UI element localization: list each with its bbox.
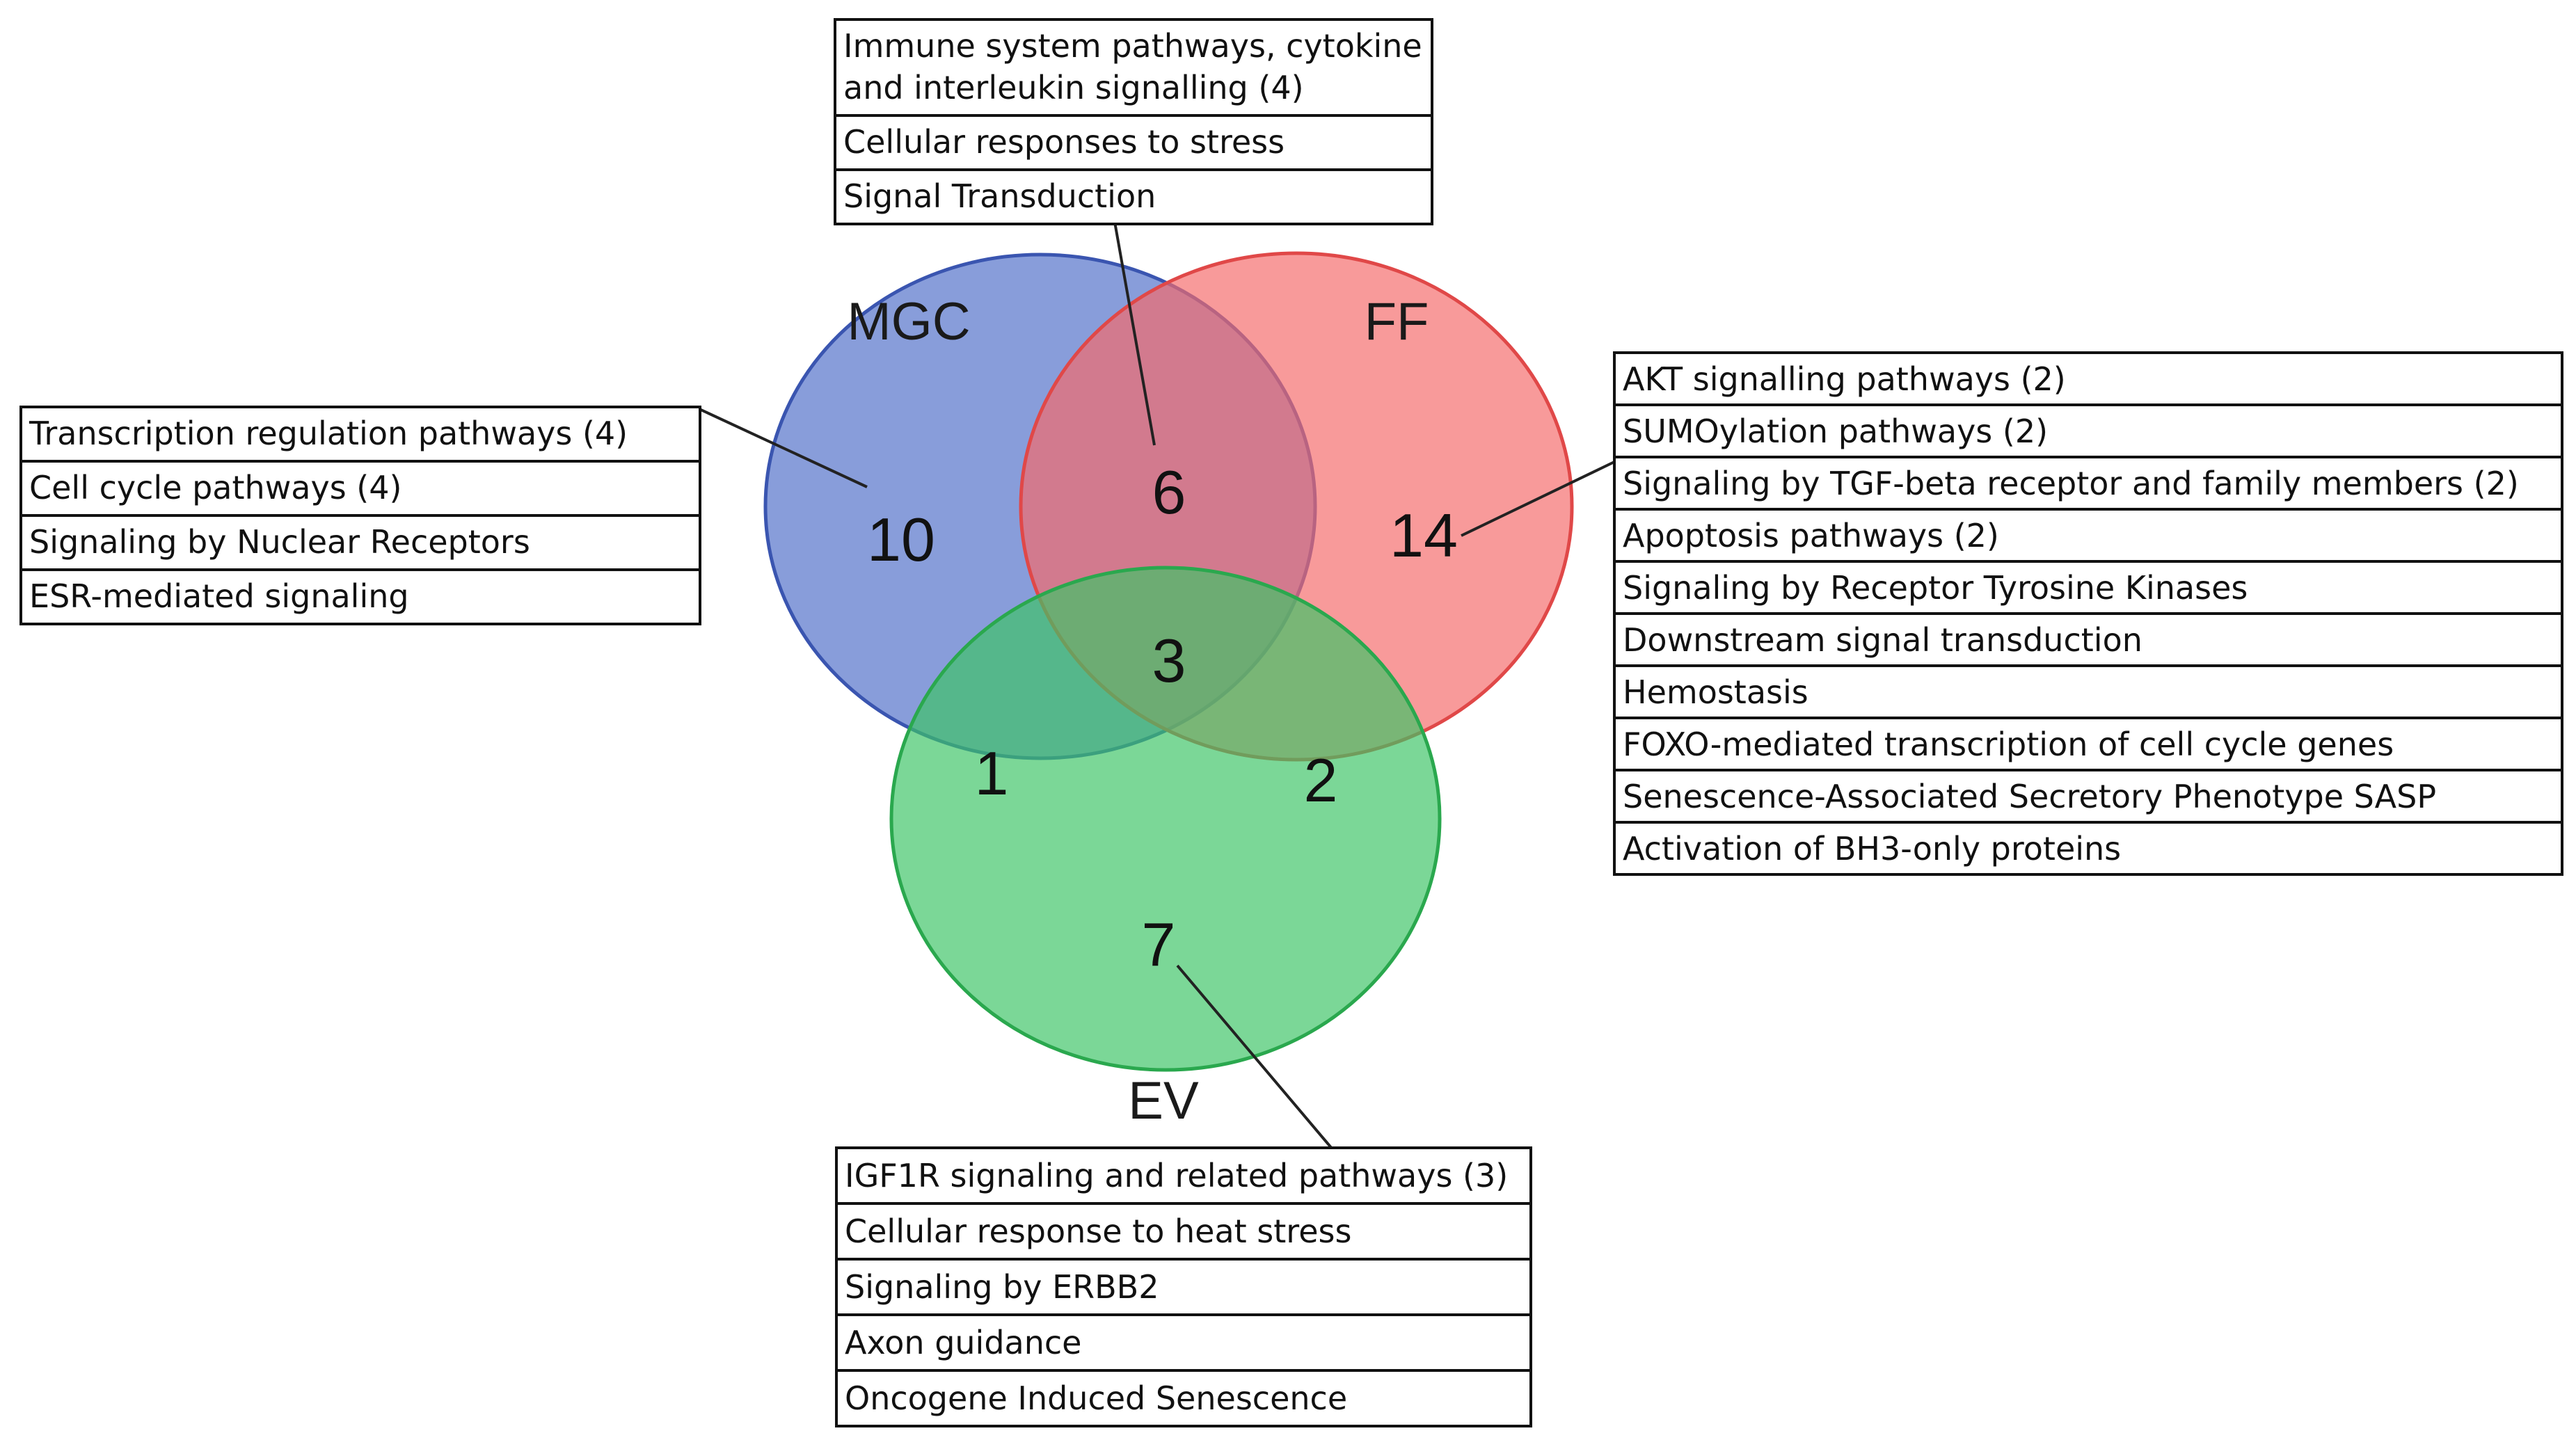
list-item: AKT signalling pathways (2) [1616, 354, 2561, 406]
annotation-box-mgc-only: Transcription regulation pathways (4) Ce… [19, 406, 701, 625]
list-item: Oncogene Induced Senescence [845, 1379, 1348, 1417]
list-item: Cell cycle pathways (4) [22, 463, 699, 517]
list-item: Transcription regulation pathways (4) [22, 408, 699, 463]
count-ff-ev: 2 [1304, 746, 1338, 815]
list-item: Signaling by Nuclear Receptors [22, 517, 699, 571]
list-item: IGF1R signaling and related pathways (3) [838, 1149, 1529, 1205]
list-item: SUMOylation pathways (2) [1616, 406, 2561, 458]
list-item: Signal Transduction [843, 177, 1156, 215]
count-mgc-only: 10 [867, 505, 935, 574]
list-item: Cellular responses to stress [836, 117, 1431, 171]
count-mgc-ff: 6 [1152, 458, 1186, 527]
list-item: FOXO-mediated transcription of cell cycl… [1616, 719, 2561, 771]
annotation-box-ev-only: IGF1R signaling and related pathways (3)… [835, 1146, 1532, 1427]
count-ev-only: 7 [1142, 910, 1176, 979]
list-item: Senescence-Associated Secretory Phenotyp… [1616, 771, 2561, 824]
count-all: 3 [1152, 626, 1186, 695]
annotation-box-mgc-ff: Immune system pathways, cytokine and int… [834, 18, 1433, 225]
annotation-box-ff-only: AKT signalling pathways (2) SUMOylation … [1613, 351, 2563, 876]
label-ev: EV [1128, 1071, 1199, 1130]
list-item: Activation of BH3-only proteins [1623, 830, 2122, 867]
list-item: Immune system pathways, cytokine and int… [836, 21, 1431, 117]
list-item: Downstream signal transduction [1616, 615, 2561, 667]
list-item: Hemostasis [1616, 667, 2561, 719]
leader-line-mgc-only [699, 408, 868, 488]
label-mgc: MGC [847, 292, 970, 351]
list-item: Signaling by ERBB2 [838, 1261, 1529, 1316]
leader-line-ff-only [1461, 460, 1616, 537]
list-item: Cellular response to heat stress [838, 1205, 1529, 1261]
count-ff-only: 14 [1390, 501, 1458, 570]
list-item: Axon guidance [838, 1316, 1529, 1372]
label-ff: FF [1365, 292, 1429, 351]
leader-line-ev-only [1176, 964, 1334, 1151]
list-item: Apoptosis pathways (2) [1616, 511, 2561, 563]
circle-ev [889, 566, 1442, 1072]
list-item: Signaling by TGF-beta receptor and famil… [1616, 458, 2561, 511]
list-item: ESR-mediated signaling [29, 577, 409, 615]
count-mgc-ev: 1 [975, 739, 1009, 808]
list-item: Signaling by Receptor Tyrosine Kinases [1616, 563, 2561, 615]
leader-line-mgc-ff [1112, 214, 1156, 446]
